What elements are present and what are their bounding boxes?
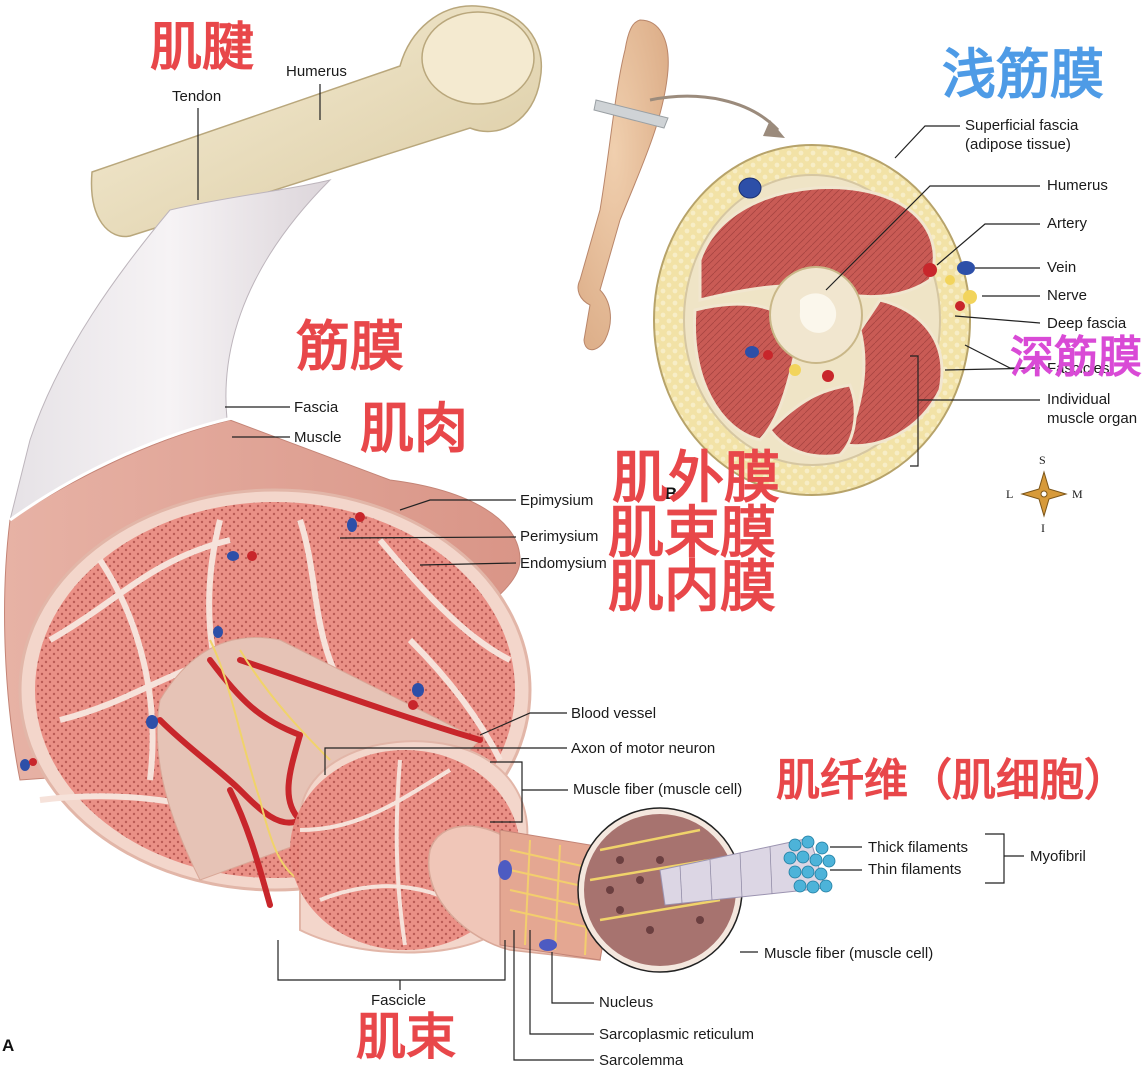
label-myofibril: Myofibril bbox=[1030, 848, 1086, 865]
compass-s: S bbox=[1039, 453, 1046, 467]
label-vein: Vein bbox=[1047, 259, 1077, 276]
zh-fascicle: 肌束 bbox=[356, 1008, 456, 1066]
zh-tendon: 肌腱 bbox=[150, 18, 255, 78]
label-thick-filaments: Thick filaments bbox=[868, 839, 969, 856]
zh-deep-fascia: 深筋膜 bbox=[1010, 332, 1142, 383]
label-superficial-fascia-2: (adipose tissue) bbox=[965, 136, 1071, 153]
label-muscle-fiber-bottom: Muscle fiber (muscle cell) bbox=[764, 945, 934, 962]
arm-illustration bbox=[577, 19, 669, 351]
zh-epimysium: 肌外膜 bbox=[612, 446, 780, 511]
label-nucleus: Nucleus bbox=[599, 994, 654, 1011]
label-fascicle: Fascicle bbox=[371, 992, 427, 1009]
compass-m: M bbox=[1072, 487, 1083, 501]
zh-endomysium: 肌内膜 bbox=[608, 555, 776, 620]
zh-muscle: 肌肉 bbox=[360, 397, 468, 460]
label-perimysium: Perimysium bbox=[520, 528, 599, 545]
compass-rose bbox=[1020, 470, 1068, 518]
label-individual-1: Individual bbox=[1047, 391, 1111, 408]
label-endomysium: Endomysium bbox=[520, 555, 607, 572]
label-epimysium: Epimysium bbox=[520, 492, 594, 509]
label-muscle-fiber-top: Muscle fiber (muscle cell) bbox=[573, 781, 743, 798]
label-individual-2: muscle organ bbox=[1047, 410, 1138, 427]
label-fascicles: Fascicles bbox=[1047, 360, 1110, 377]
label-muscle: Muscle bbox=[294, 429, 342, 446]
label-sarcolemma: Sarcolemma bbox=[599, 1052, 684, 1069]
label-sarcoplasmic-reticulum: Sarcoplasmic reticulum bbox=[599, 1026, 755, 1043]
label-axon: Axon of motor neuron bbox=[571, 740, 716, 757]
zh-superficial-fascia: 浅筋膜 bbox=[942, 43, 1104, 106]
label-blood-vessel: Blood vessel bbox=[571, 705, 657, 722]
zh-perimysium: 肌束膜 bbox=[608, 501, 776, 566]
compass-i: I bbox=[1041, 521, 1045, 535]
label-humerus-b: Humerus bbox=[1047, 177, 1108, 194]
panel-label-a: A bbox=[2, 1036, 15, 1055]
label-thin-filaments: Thin filaments bbox=[868, 861, 962, 878]
label-artery: Artery bbox=[1047, 215, 1088, 232]
label-deep-fascia: Deep fascia bbox=[1047, 315, 1127, 332]
label-superficial-fascia-1: Superficial fascia bbox=[965, 117, 1079, 134]
tendon bbox=[9, 179, 332, 521]
label-humerus-a: Humerus bbox=[286, 63, 347, 80]
zh-muscle-fiber: 肌纤维（肌细胞） bbox=[776, 755, 1128, 806]
label-tendon: Tendon bbox=[172, 88, 222, 105]
label-fascia: Fascia bbox=[294, 399, 339, 416]
panel-label-b: B bbox=[665, 484, 678, 503]
label-nerve: Nerve bbox=[1047, 287, 1088, 304]
compass-l: L bbox=[1006, 487, 1014, 501]
zh-fascia: 筋膜 bbox=[296, 315, 404, 378]
